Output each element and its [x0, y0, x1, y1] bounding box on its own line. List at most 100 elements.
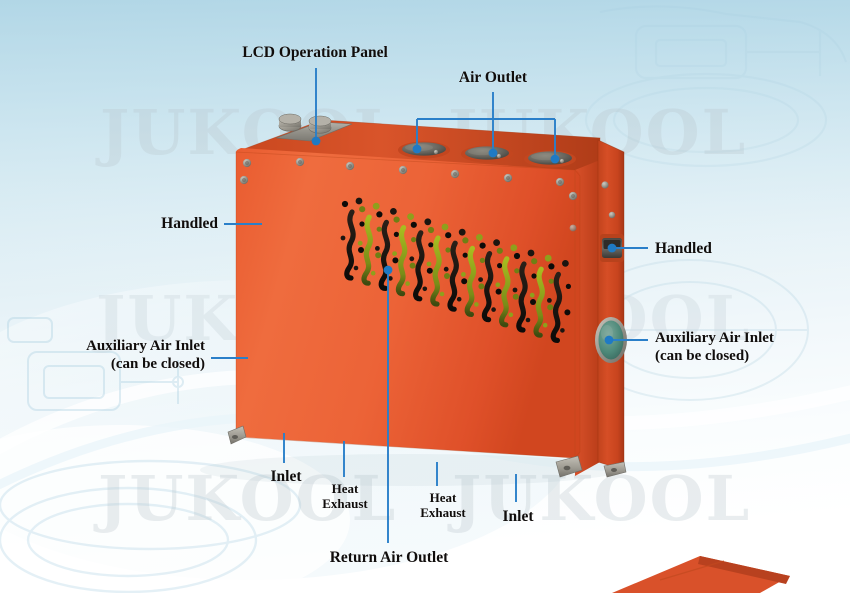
airflow-dot [495, 282, 501, 288]
airflow-squiggle [481, 251, 494, 323]
airflow-squiggle [344, 209, 356, 281]
airflow-dot [409, 256, 415, 262]
airflow-dot [497, 263, 503, 269]
airflow-dot [426, 267, 433, 274]
airflow-dot [462, 252, 468, 258]
leader-endpoint-dot [604, 335, 614, 345]
airflow-dot [375, 252, 382, 259]
airflow-dot [390, 208, 397, 215]
leader-endpoint-dot [311, 136, 321, 146]
callout-label-inlet-right: Inlet [502, 508, 534, 525]
airflow-dot [444, 273, 450, 279]
airflow-dot [548, 278, 554, 284]
callout-label-auxiliary-air-inlet-right: Auxiliary Air Inlet (can be closed) [655, 330, 774, 364]
airflow-dot [510, 244, 518, 252]
airflow-dot [359, 221, 365, 227]
airflow-dot [530, 299, 536, 305]
airflow-dot [456, 296, 462, 302]
airflow-dot [358, 247, 364, 253]
unit-side-panel-inner [598, 140, 624, 470]
airflow-dot [426, 261, 432, 267]
airflow-dot [376, 226, 382, 232]
airflow-dot [372, 202, 380, 210]
airflow-dot [445, 232, 452, 239]
unit-shadow [200, 454, 620, 486]
airflow-dot [513, 252, 521, 260]
airflow-dot [544, 254, 552, 262]
airflow-squiggle [395, 225, 408, 297]
airflow-dot [512, 293, 519, 300]
airflow-squiggle [361, 214, 373, 286]
airflow-squiggle [430, 235, 442, 307]
airflow-dot [491, 307, 496, 312]
airflow-dot [340, 235, 346, 241]
airflow-graphic [340, 197, 572, 343]
airflow-dot [422, 286, 428, 292]
callout-label-heat-exhaust-right: Heat Exhaust [420, 490, 466, 521]
lcd-operation-panel[interactable] [275, 113, 353, 142]
airflow-dot [508, 312, 514, 318]
callout-label-lcd-operation-panel: LCD Operation Panel [242, 44, 388, 61]
leader-endpoint-dot [383, 265, 393, 275]
callout-label-handled-right: Handled [655, 240, 712, 257]
leader-endpoint-dot [488, 148, 498, 158]
airflow-squiggle [378, 219, 391, 291]
airflow-dot [529, 292, 535, 298]
airflow-dot [548, 263, 555, 270]
airflow-dot [560, 328, 565, 333]
airflow-dot [409, 262, 416, 269]
airflow-dot [411, 237, 417, 243]
unit-side-panel-outer [575, 160, 600, 476]
airflow-dot [527, 249, 535, 257]
leader-endpoint-dot [412, 144, 422, 154]
airflow-dot [565, 283, 572, 289]
airflow-dot [393, 216, 400, 223]
airflow-dot [495, 288, 502, 295]
callout-label-air-outlet: Air Outlet [458, 69, 528, 86]
airflow-dot [359, 206, 366, 213]
leader-endpoint-dot [550, 154, 560, 164]
airflow-dot [479, 257, 485, 263]
callout-label-heat-exhaust-left: Heat Exhaust [322, 481, 368, 512]
mounting-foot-left [227, 425, 247, 445]
airflow-dot [392, 251, 397, 256]
airflow-dot [496, 247, 503, 254]
airflow-dot [439, 291, 445, 297]
leader-endpoint-dot [607, 243, 617, 253]
airflow-dot [393, 231, 399, 237]
airflow-dot [479, 242, 486, 249]
air-outlet-3[interactable] [524, 150, 576, 168]
airflow-dot [388, 276, 393, 281]
callout-label-auxiliary-air-inlet-left: Auxiliary Air Inlet (can be closed) [86, 338, 205, 372]
airflow-dot [478, 283, 485, 290]
airflow-dot [525, 317, 531, 323]
air-outlet-group[interactable] [398, 141, 576, 168]
airflow-dot [461, 272, 466, 277]
airflow-dot [478, 277, 483, 282]
airflow-dot [357, 240, 363, 246]
airflow-dot [407, 213, 414, 221]
airflow-dot [461, 278, 468, 285]
airflow-dot [493, 239, 500, 247]
airflow-dot [392, 257, 399, 264]
airflow-dot [564, 309, 571, 316]
airflow-dot [410, 221, 417, 228]
airflow-dot [474, 302, 479, 307]
airflow-dot [370, 270, 376, 276]
airflow-squiggle [447, 240, 459, 312]
airflow-dot [428, 242, 434, 248]
airflow-dot [441, 223, 449, 231]
airflow-dot [531, 258, 538, 265]
airflow-dot [476, 234, 483, 241]
airflow-dot [514, 268, 520, 274]
airflow-dot [353, 265, 359, 271]
airflow-dot [375, 246, 380, 251]
airflow-dot [427, 226, 435, 234]
airflow-dot [462, 237, 469, 244]
airflow-squiggle [550, 271, 563, 343]
airflow-squiggle [464, 245, 477, 317]
callout-label-handled-left: Handled [161, 215, 218, 232]
airflow-dot [376, 211, 383, 218]
airflow-dot [542, 322, 548, 328]
